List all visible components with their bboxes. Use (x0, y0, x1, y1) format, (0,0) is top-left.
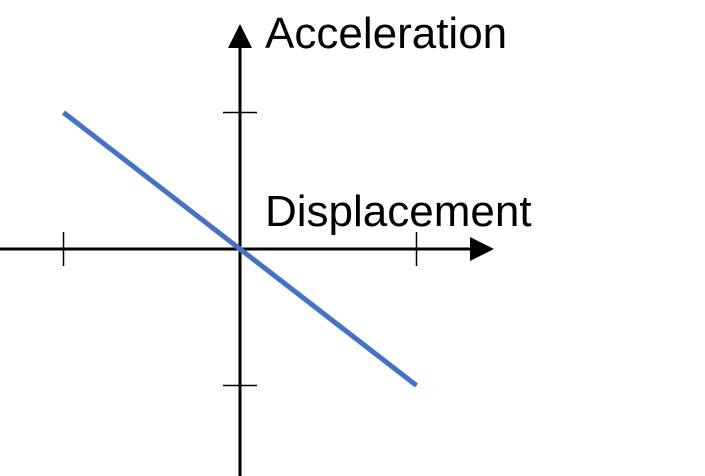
y-axis-arrow-icon (228, 24, 252, 48)
y-axis-label: Acceleration (265, 9, 507, 58)
x-axis-label: Displacement (265, 187, 532, 236)
x-axis-arrow-icon (470, 237, 494, 261)
series-line (61, 110, 419, 388)
